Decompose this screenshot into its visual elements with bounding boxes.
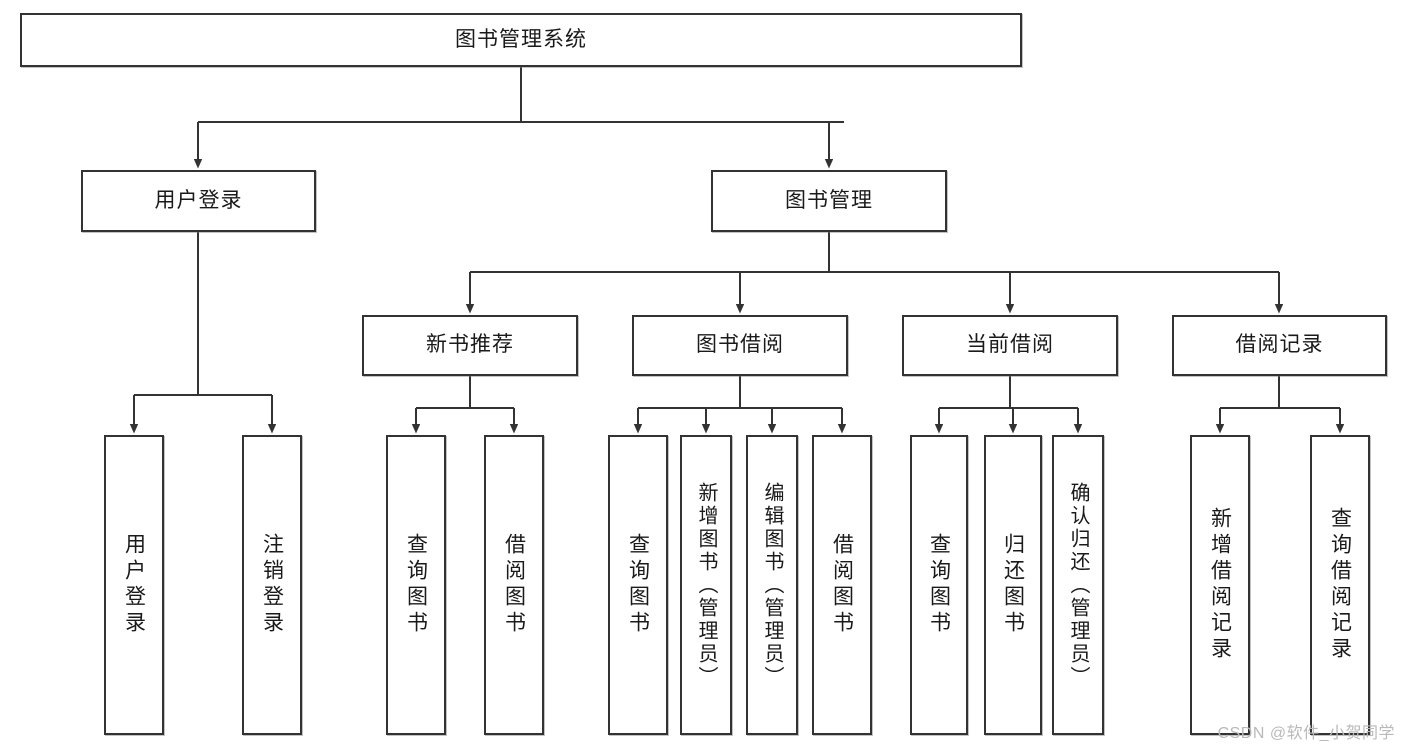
node-user-login[interactable]: 用户登录	[81, 170, 316, 232]
node-label: 查询借阅记录	[1328, 507, 1352, 663]
node-borrow-record[interactable]: 借阅记录	[1172, 315, 1387, 376]
watermark-text: CSDN @软件_小贺同学	[1217, 725, 1395, 742]
node-label: 归还图书	[1001, 533, 1025, 637]
leaf-query-book-recommend[interactable]: 查询图书	[386, 435, 446, 735]
leaf-logout[interactable]: 注销登录	[242, 435, 302, 735]
node-label: 新增图书（管理员）	[695, 481, 717, 689]
node-label: 查询图书	[927, 533, 951, 637]
node-label: 图书借阅	[696, 333, 784, 357]
node-label: 图书管理	[785, 188, 873, 212]
node-label: 借阅记录	[1235, 333, 1324, 357]
leaf-query-book-current[interactable]: 查询图书	[910, 435, 968, 735]
node-label: 新增借阅记录	[1208, 507, 1232, 663]
leaf-add-book-admin[interactable]: 新增图书（管理员）	[680, 435, 732, 735]
node-book-borrow[interactable]: 图书借阅	[632, 315, 848, 376]
node-label: 借阅图书	[502, 533, 526, 637]
node-current-borrow[interactable]: 当前借阅	[902, 315, 1118, 376]
node-label: 用户登录	[154, 188, 243, 212]
leaf-query-book-borrow[interactable]: 查询图书	[608, 435, 668, 735]
leaf-borrow-book-recommend[interactable]: 借阅图书	[484, 435, 544, 735]
node-new-book-recommend[interactable]: 新书推荐	[362, 315, 578, 376]
node-label: 查询图书	[404, 533, 428, 637]
node-label: 新书推荐	[426, 333, 514, 357]
leaf-confirm-return-admin[interactable]: 确认归还（管理员）	[1052, 435, 1104, 735]
leaf-user-login[interactable]: 用户登录	[104, 435, 164, 735]
node-label: 查询图书	[626, 533, 650, 637]
node-label: 确认归还（管理员）	[1067, 481, 1089, 689]
leaf-borrow-book[interactable]: 借阅图书	[812, 435, 872, 735]
node-label: 借阅图书	[830, 533, 854, 637]
node-label: 图书管理系统	[455, 27, 587, 51]
node-book-management[interactable]: 图书管理	[711, 170, 947, 232]
leaf-edit-book-admin[interactable]: 编辑图书（管理员）	[746, 435, 798, 735]
node-label: 编辑图书（管理员）	[761, 481, 783, 689]
leaf-return-book[interactable]: 归还图书	[984, 435, 1042, 735]
node-label: 注销登录	[260, 533, 284, 637]
leaf-query-borrow-record[interactable]: 查询借阅记录	[1310, 435, 1370, 735]
node-label: 当前借阅	[966, 333, 1054, 357]
node-root[interactable]: 图书管理系统	[20, 13, 1022, 67]
leaf-add-borrow-record[interactable]: 新增借阅记录	[1190, 435, 1250, 735]
node-label: 用户登录	[122, 533, 146, 637]
